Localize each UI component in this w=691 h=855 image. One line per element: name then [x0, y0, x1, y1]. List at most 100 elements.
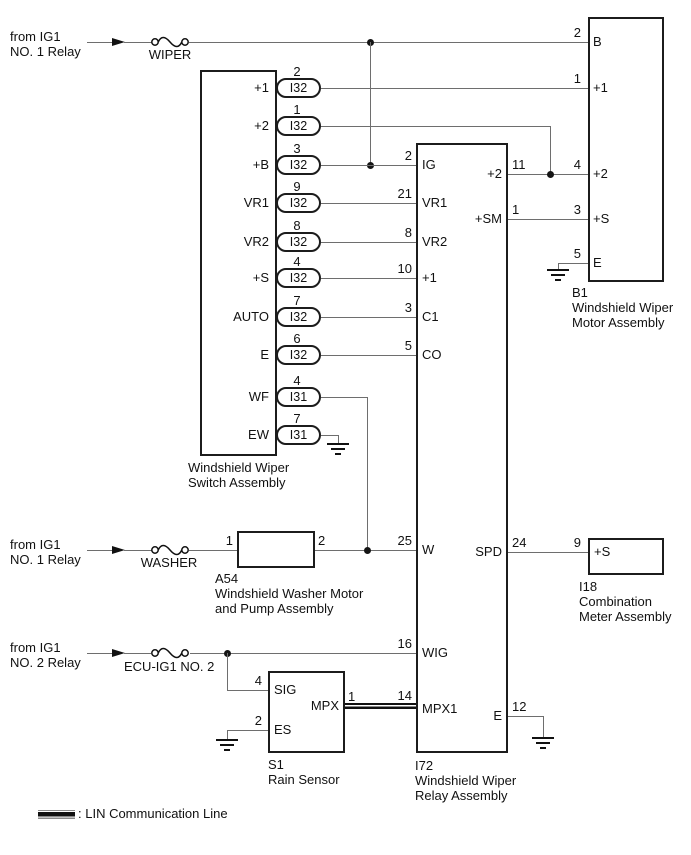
- switch-pin-number: 2: [293, 64, 301, 79]
- switch-pin-number: 7: [293, 411, 301, 426]
- fuse-label-wiper: WIPER: [148, 47, 192, 62]
- relay-code: I72: [415, 758, 434, 773]
- switch-pin-label: +1: [254, 80, 269, 95]
- meter-pin-label: +S: [594, 544, 611, 559]
- motor-code: B1: [572, 285, 588, 300]
- sensor-pin-number: 4: [254, 673, 262, 688]
- connector-oval: I31: [276, 387, 321, 407]
- switch-pin-number: 4: [293, 254, 301, 269]
- wire: [321, 88, 588, 89]
- switch-pin-label: +S: [252, 270, 269, 285]
- relay-pin-label: +2: [487, 166, 502, 181]
- meter-name2: Meter Assembly: [579, 609, 672, 624]
- feed3-source-line2: NO. 2 Relay: [10, 655, 81, 670]
- switch-pin-label: AUTO: [233, 309, 269, 324]
- relay-pin-number: 11: [512, 157, 526, 172]
- connector-oval: I32: [276, 268, 321, 288]
- sensor-name: Rain Sensor: [268, 772, 340, 787]
- connector-oval: I32: [276, 155, 321, 175]
- wire: [508, 716, 543, 717]
- wire: [543, 716, 544, 737]
- switch-pin-label: EW: [248, 427, 269, 442]
- lin-line-sample: [38, 810, 75, 819]
- relay-pin-number: 5: [404, 338, 412, 353]
- connector-oval: I31: [276, 425, 321, 445]
- switch-pin-number: 7: [293, 293, 301, 308]
- switch-pin-number: 8: [293, 218, 301, 233]
- motor-name2: Motor Assembly: [572, 315, 665, 330]
- washer-name1: Windshield Washer Motor: [215, 586, 364, 601]
- wire: [87, 653, 112, 654]
- motor-pin-number: 4: [573, 157, 581, 172]
- arrow-right-icon: [112, 37, 125, 46]
- wiper-switch-box: [200, 70, 277, 456]
- relay-box: [416, 143, 508, 753]
- wire: [508, 552, 588, 553]
- fuse-label-ecu-ig1: ECU-IG1 NO. 2: [124, 659, 215, 674]
- relay-pin-label: E: [493, 708, 502, 723]
- wire: [321, 242, 416, 243]
- fuse-icon: [151, 544, 189, 556]
- relay-pin-label: IG: [422, 157, 436, 172]
- connector-oval: I32: [276, 307, 321, 327]
- relay-pin-number: 3: [404, 300, 412, 315]
- feed1-source-line2: NO. 1 Relay: [10, 44, 81, 59]
- arrow-right-icon: [112, 545, 125, 554]
- wire: [321, 397, 367, 398]
- connector-oval: I32: [276, 78, 321, 98]
- washer-pin-number-in: 1: [225, 533, 233, 548]
- sensor-pin-number: 1: [348, 689, 356, 704]
- wire: [321, 435, 338, 436]
- wire: [321, 317, 416, 318]
- relay-pin-label: +SM: [474, 211, 502, 226]
- arrow-right-icon: [112, 648, 125, 657]
- connector-oval: I32: [276, 345, 321, 365]
- washer-motor-box: [237, 531, 315, 568]
- legend-label: : LIN Communication Line: [78, 806, 228, 821]
- washer-pin-number-out: 2: [318, 533, 326, 548]
- motor-pin-number: 3: [573, 202, 581, 217]
- feed3-source-line1: from IG1: [10, 640, 61, 655]
- ground-icon: [547, 269, 569, 281]
- sensor-code: S1: [268, 757, 284, 772]
- wire: [124, 42, 152, 43]
- motor-pin-number: 5: [573, 246, 581, 261]
- motor-pin-label: +2: [593, 166, 608, 181]
- switch-pin-label: VR2: [243, 234, 269, 249]
- relay-pin-label: C1: [422, 309, 439, 324]
- rain-sensor-box: [268, 671, 345, 753]
- meter-name1: Combination: [579, 594, 652, 609]
- motor-pin-number: 1: [573, 71, 581, 86]
- wire: [227, 690, 268, 691]
- switch-pin-label: WF: [248, 389, 269, 404]
- relay-pin-number: 25: [397, 533, 412, 548]
- wire: [558, 263, 559, 269]
- connector-oval: I32: [276, 193, 321, 213]
- switch-pin-number: 3: [293, 141, 301, 156]
- switch-pin-label: +B: [252, 157, 269, 172]
- relay-pin-label: WIG: [422, 645, 448, 660]
- meter-code: I18: [579, 579, 598, 594]
- wire: [550, 126, 551, 174]
- wire: [189, 550, 237, 551]
- wire: [321, 355, 416, 356]
- wiper-switch-name2: Switch Assembly: [188, 475, 286, 490]
- motor-pin-label: +S: [593, 211, 610, 226]
- switch-pin-number: 4: [293, 373, 301, 388]
- sensor-pin-label: SIG: [274, 682, 297, 697]
- meter-pin-number: 9: [573, 535, 581, 550]
- junction-dot: [363, 546, 371, 554]
- feed2-source-line2: NO. 1 Relay: [10, 552, 81, 567]
- relay-pin-label: CO: [422, 347, 442, 362]
- wire: [321, 278, 416, 279]
- wire: [124, 653, 151, 654]
- relay-pin-label: +1: [422, 270, 437, 285]
- connector-oval: I32: [276, 116, 321, 136]
- sensor-pin-number: 2: [254, 713, 262, 728]
- combination-meter-box: [588, 538, 664, 575]
- relay-pin-number: 1: [512, 202, 520, 217]
- wire: [227, 653, 228, 690]
- relay-name1: Windshield Wiper: [415, 773, 517, 788]
- motor-pin-label: B: [593, 34, 602, 49]
